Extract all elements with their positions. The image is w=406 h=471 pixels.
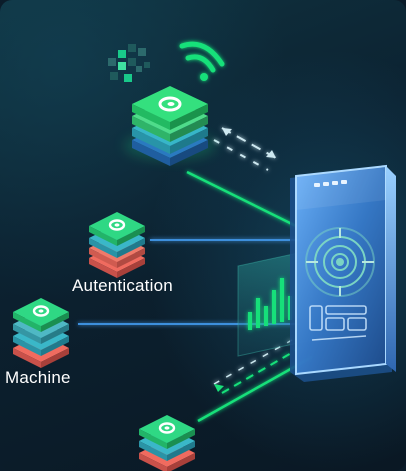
machine-label: Machine bbox=[5, 368, 71, 387]
machine-node-stack-icon bbox=[13, 298, 69, 368]
device-panel-icon bbox=[290, 164, 396, 382]
arrow-heads bbox=[214, 128, 276, 392]
data-stream-bottom-a bbox=[221, 347, 301, 394]
device-screen-widgets bbox=[309, 305, 367, 341]
connector-top-to-device bbox=[186, 170, 297, 228]
top-node-stack-icon bbox=[124, 86, 216, 166]
arrow-head-icon bbox=[266, 150, 276, 158]
data-stream-bottom-b bbox=[213, 339, 293, 385]
wifi-icon bbox=[179, 41, 225, 81]
fingerprint-scan-icon bbox=[305, 227, 375, 297]
arrow-head-icon bbox=[214, 384, 224, 392]
bottom-node-stack-icon bbox=[139, 415, 195, 471]
auth-node-stack-icon bbox=[89, 212, 145, 278]
pixel-mosaic-icon bbox=[108, 44, 150, 82]
arrow-head-icon bbox=[222, 128, 232, 136]
data-stream-top-b bbox=[213, 139, 269, 171]
device-speaker-icon bbox=[314, 180, 347, 187]
authentication-label: Autentication bbox=[72, 276, 173, 295]
data-stream-top-a bbox=[221, 127, 277, 159]
connector-lines bbox=[78, 127, 313, 423]
